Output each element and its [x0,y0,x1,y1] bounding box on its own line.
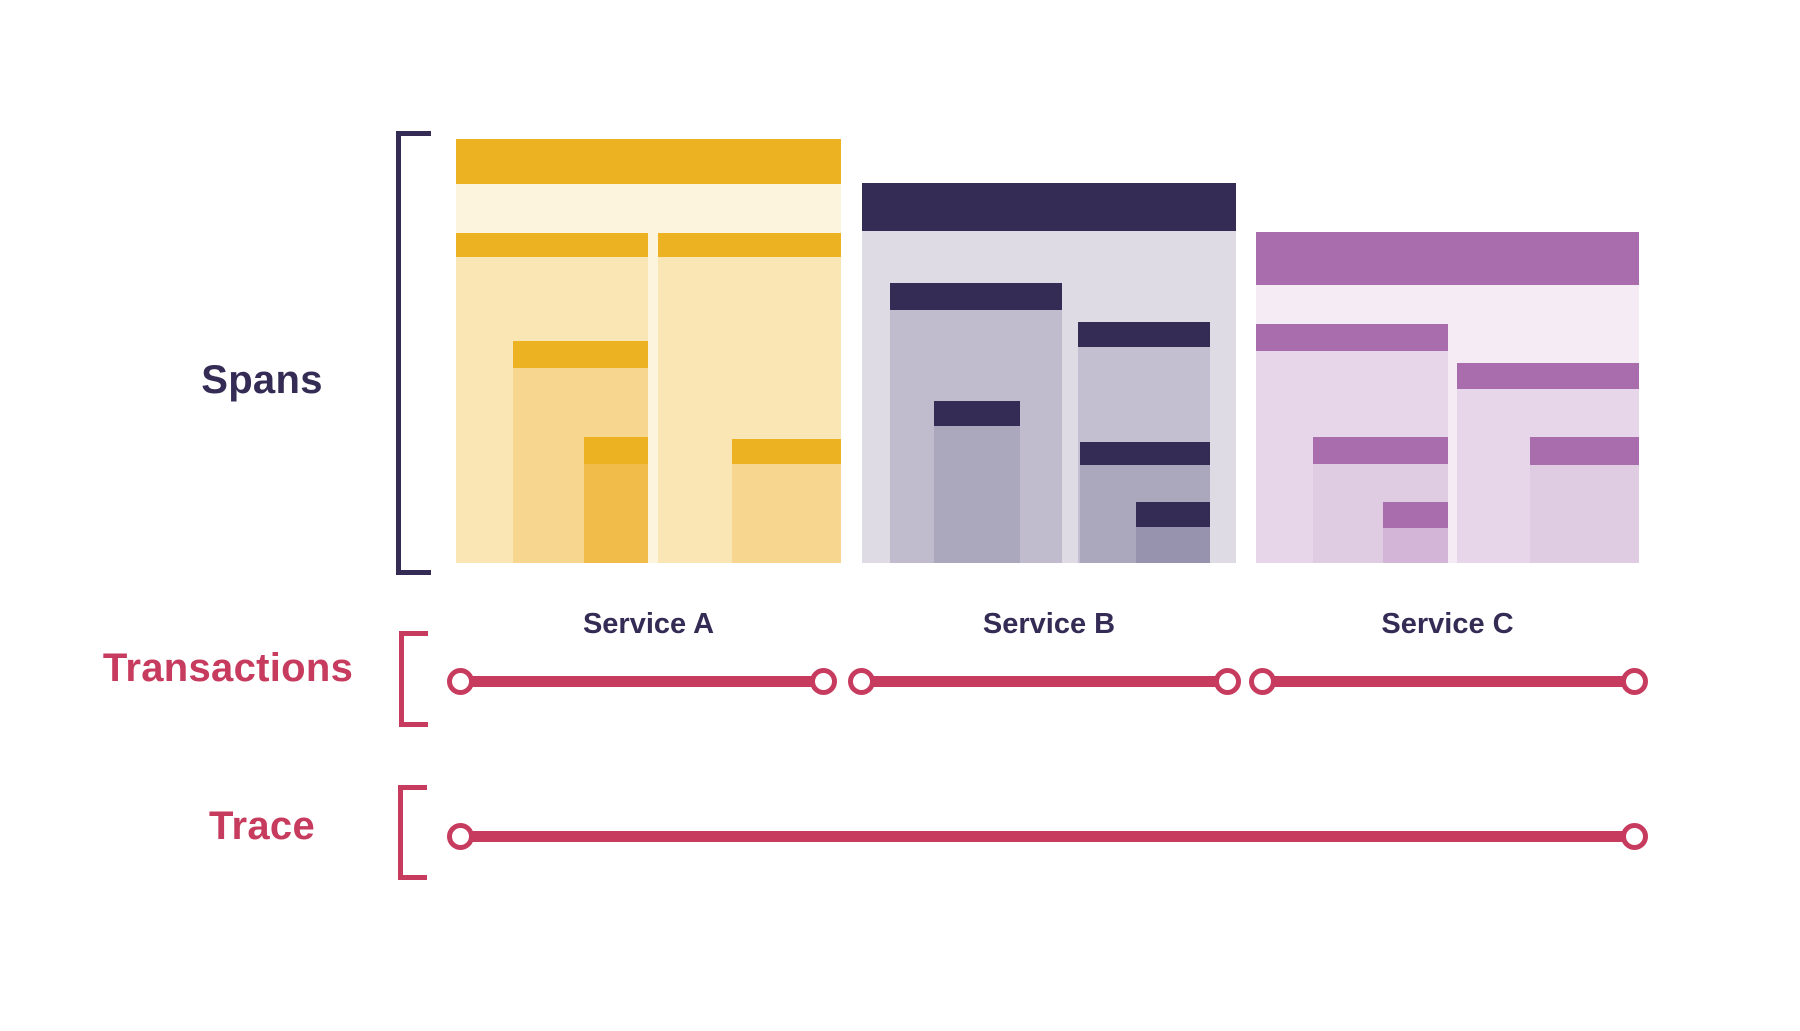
span-header [890,283,1062,310]
service-c-label: Service C [1381,608,1514,640]
transaction-2-line [871,676,1217,687]
span-header [1313,437,1448,464]
span-header [456,139,841,184]
span-header [456,233,648,257]
span-header [1080,442,1210,465]
span-body [1530,465,1639,563]
transaction-1-line [470,676,813,687]
span-body [1136,527,1210,563]
spans-bracket [396,131,431,575]
service-b-label: Service B [982,608,1116,640]
transaction-2-endpoint-circle-start [848,668,875,695]
service-c-deep-span [1383,502,1448,563]
span-body [584,464,648,563]
service-a-grandchild-span-2 [732,439,841,563]
span-body [1383,528,1448,563]
transactions-label: Transactions [102,646,354,690]
trace-bracket [398,785,427,880]
span-header [732,439,841,464]
span-header [862,183,1236,231]
service-c-grandchild-span-2 [1530,437,1639,563]
transaction-1-endpoint-circle-end [810,668,837,695]
transactions-bracket [399,631,428,727]
span-body [934,426,1020,563]
trace-line [470,831,1624,842]
transaction-1-endpoint-circle-start [447,668,474,695]
span-header [658,233,841,257]
trace-label: Trace [208,804,316,848]
span-header [584,437,648,464]
span-header [1078,322,1210,347]
transaction-3-line [1272,676,1624,687]
span-header [1136,502,1210,527]
span-header [1383,502,1448,528]
service-b-great-grandchild-span [1136,502,1210,563]
span-header [1530,437,1639,465]
span-header [1256,232,1639,285]
span-body [732,464,841,563]
transaction-2-endpoint-circle-end [1214,668,1241,695]
transaction-3-endpoint-circle-start [1249,668,1276,695]
service-a-label: Service A [582,608,715,640]
span-header [513,341,648,368]
spans-label: Spans [201,358,323,402]
transaction-3-endpoint-circle-end [1621,668,1648,695]
span-header [934,401,1020,426]
service-b-grandchild-span-1 [934,401,1020,563]
trace-endpoint-circle-start [447,823,474,850]
span-header [1256,324,1448,351]
span-header [1457,363,1639,389]
trace-endpoint-circle-end [1621,823,1648,850]
service-a-great-grandchild-span [584,437,648,563]
